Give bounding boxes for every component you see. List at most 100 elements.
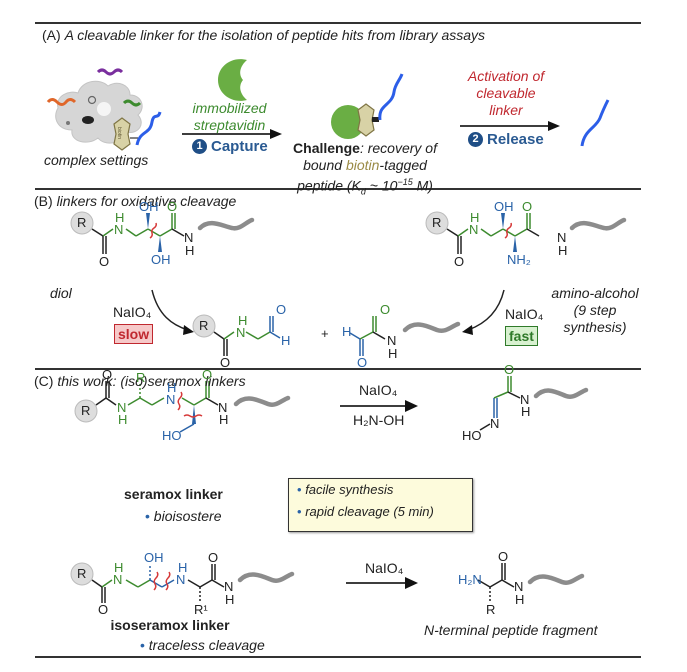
reagent-naio4-left: NaIO₄	[113, 304, 152, 320]
n-terminal-product-structure	[477, 563, 585, 602]
streptavidin-label: immobilized streptavidin	[187, 100, 272, 134]
isoseramox-feature-text: traceless cleavage	[148, 637, 265, 653]
kd-subscript: d	[360, 186, 366, 197]
top-rule	[35, 22, 641, 24]
diol-label: diol	[50, 285, 72, 301]
isoseramox-structure	[70, 562, 295, 603]
atom-oh: OH	[494, 199, 514, 214]
rule-a-b	[35, 188, 641, 190]
seramox-feature: • bioisostere	[145, 508, 222, 524]
challenge-line3-mid: ~ 10	[365, 177, 398, 194]
atom-oh: OH	[139, 199, 159, 214]
panel-c-title-text: this work: (iso)seramox linkers	[57, 373, 246, 389]
panel-b-label: (B)	[34, 193, 53, 209]
released-peptide	[580, 99, 610, 147]
challenge-bold: Challenge	[293, 140, 360, 156]
atom-n: N	[176, 572, 186, 587]
atom-r: R	[77, 215, 87, 230]
bullet-icon: •	[297, 504, 302, 519]
atom-nh2: NH₂	[507, 252, 531, 267]
activation-label: Activation of cleavable linker	[462, 68, 550, 119]
complex-settings-label: complex settings	[44, 152, 149, 168]
atom-ho: HO	[162, 428, 182, 443]
atom-h: H	[178, 560, 188, 575]
atom-r: R	[432, 215, 442, 230]
atom-n: N	[469, 222, 479, 237]
atom-r: R	[486, 602, 496, 617]
slow-badge: slow	[114, 324, 154, 344]
atom-h: H	[388, 346, 398, 361]
atom-n: N	[387, 333, 397, 348]
blue-peptide-tagged	[135, 111, 162, 146]
streptavidin-line1: immobilized	[192, 100, 267, 116]
challenge-line2-post: -tagged	[379, 157, 427, 173]
atom-o: O	[208, 550, 219, 565]
release-arrow-head	[548, 121, 560, 131]
atom-h: H	[118, 412, 128, 427]
atom-o: O	[276, 302, 287, 317]
atom-n: N	[113, 572, 123, 587]
atom-o: O	[357, 355, 368, 370]
plus-sign: +	[321, 326, 329, 341]
atom-h: H	[238, 313, 248, 328]
atom-o: O	[498, 549, 509, 564]
step-capture: 1 Capture	[192, 138, 268, 155]
atom-h: H	[470, 210, 480, 225]
challenge-line2-pre: bound	[303, 157, 346, 173]
panel-a-title-text: A cleavable linker for the isolation of …	[64, 27, 486, 43]
reagent-c2-top: NaIO₄	[365, 560, 404, 576]
atom-n: N	[166, 392, 176, 407]
atom-r: R	[199, 318, 209, 333]
atom-o: O	[98, 602, 109, 617]
bullet-icon: •	[297, 482, 302, 497]
aldehyde-product-structure	[192, 314, 281, 356]
atom-n: N	[557, 230, 567, 245]
isoseramox-feature: • traceless cleavage	[140, 637, 265, 653]
bottom-rule	[35, 656, 641, 658]
atom-h: H	[225, 592, 235, 607]
oxime-product-structure	[479, 376, 589, 431]
atom-n: N	[514, 579, 524, 594]
atom-o: O	[102, 367, 113, 382]
product2-label: N-terminal peptide fragment	[424, 622, 598, 638]
atom-h: H	[521, 404, 531, 419]
atom-o: O	[167, 199, 178, 214]
atom-n: N	[218, 400, 228, 415]
panel-c-title: (C) this work: (iso)seramox linkers	[34, 373, 246, 389]
curved-arrow-fast	[467, 289, 505, 331]
atom-n: N	[520, 392, 530, 407]
seramox-feature-text: bioisostere	[153, 508, 222, 524]
rule-b-c	[35, 368, 641, 370]
challenge-line1: : recovery of	[359, 140, 437, 156]
atom-h: H	[167, 380, 177, 395]
atom-n: N	[117, 400, 127, 415]
atom-h: H	[515, 592, 525, 607]
reagent-c1-bottom: H₂N-OH	[353, 412, 405, 428]
amino-alcohol-line1: amino-alcohol	[551, 285, 639, 301]
atom-n: N	[490, 416, 500, 431]
cell-illustration	[55, 80, 143, 144]
atom-n: N	[114, 222, 124, 237]
diol-structure	[70, 211, 255, 254]
streptavidin-icon	[218, 59, 247, 101]
step2-number: 2	[468, 132, 483, 147]
atom-n: N	[236, 325, 246, 340]
atom-o: O	[522, 199, 533, 214]
atom-o: O	[202, 367, 213, 382]
atom-o: O	[504, 362, 515, 377]
atom-h: H	[281, 333, 291, 348]
panel-a-label: (A)	[42, 27, 61, 43]
amino-alcohol-structure	[425, 211, 627, 254]
atom-h: H	[115, 210, 125, 225]
challenge-text: Challenge: recovery of bound biotin-tagg…	[285, 140, 445, 200]
atom-o: O	[380, 302, 391, 317]
panel-a-title: (A) A cleavable linker for the isolation…	[42, 27, 485, 43]
atom-h: H	[558, 243, 568, 258]
activation-line3: linker	[489, 102, 523, 118]
atom-n: N	[184, 230, 194, 245]
atom-n: N	[224, 579, 234, 594]
reagent-naio4-right: NaIO₄	[505, 306, 544, 322]
feature-item: • rapid cleavage (5 min)	[289, 501, 472, 523]
step-release: 2 Release	[468, 131, 544, 148]
atom-r: R	[136, 370, 146, 385]
